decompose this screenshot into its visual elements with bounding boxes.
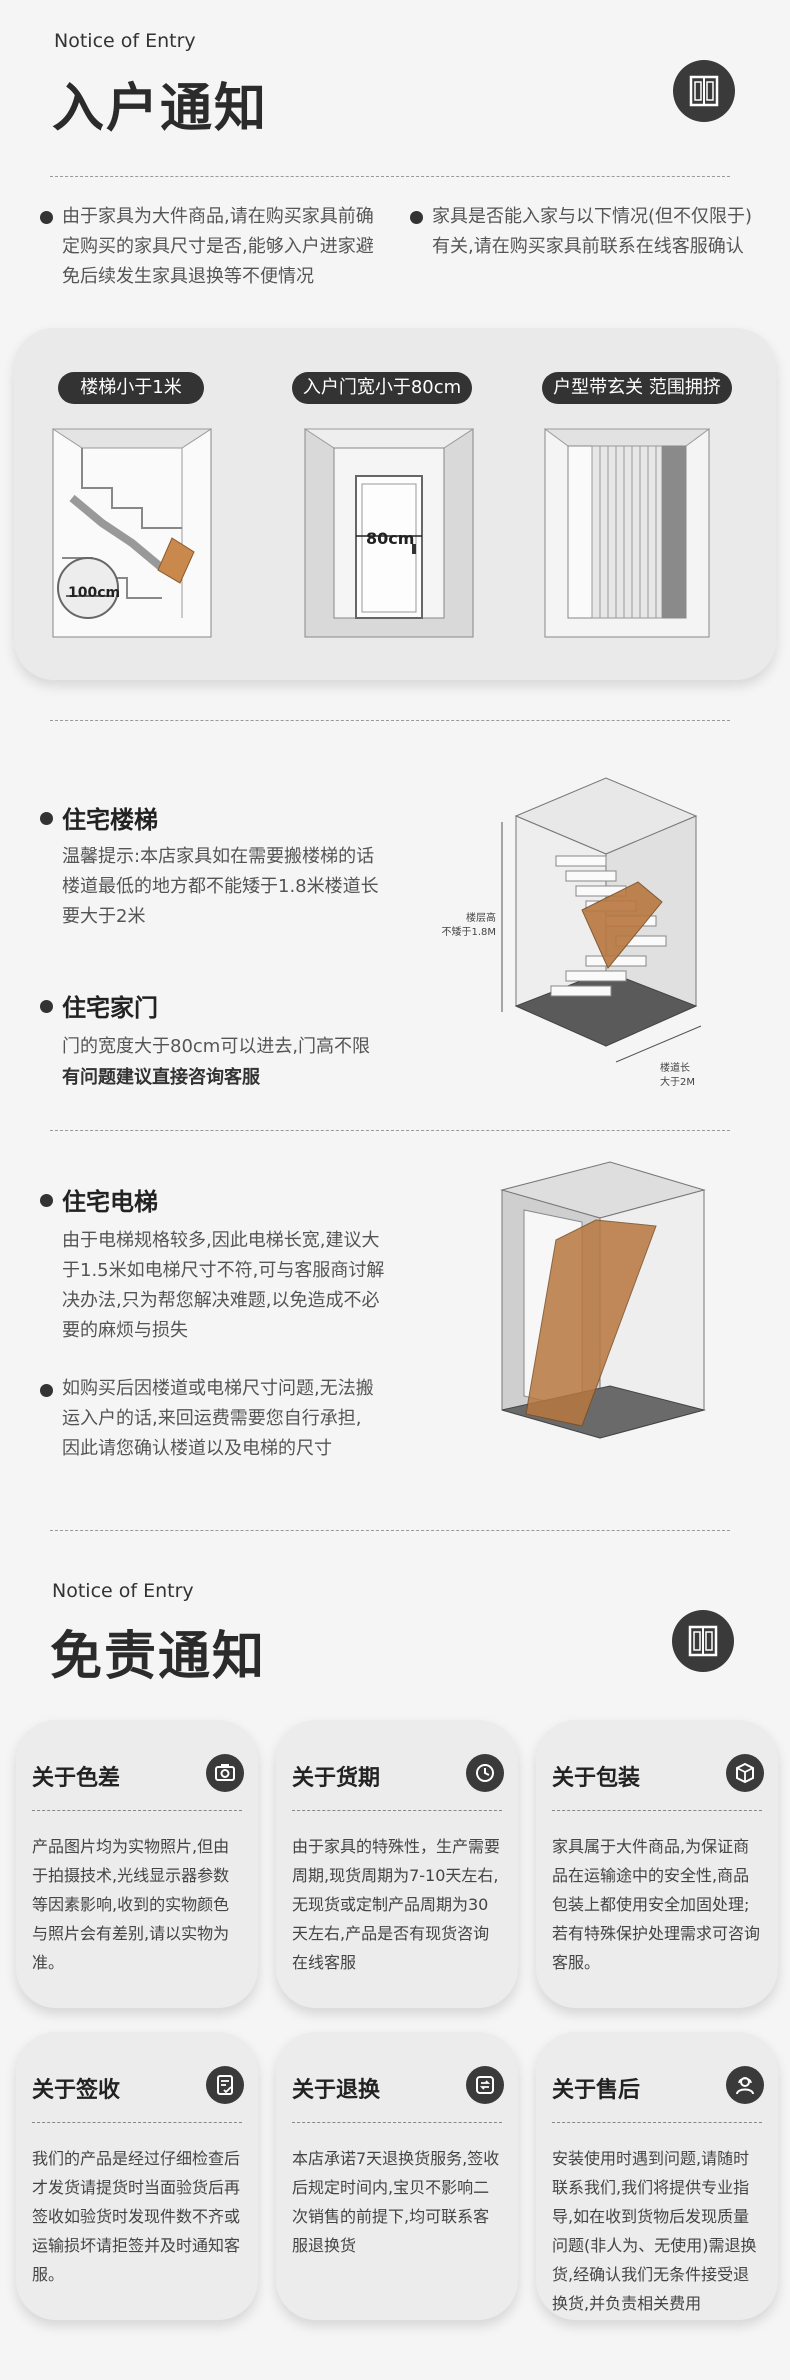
hallway-illustration (544, 428, 710, 638)
elevator-text: 由于电梯规格较多,因此电梯长宽,建议大于1.5米如电梯尺寸不符,可与客服商讨解决… (62, 1230, 385, 1341)
bullet-dot (410, 211, 423, 224)
divider (50, 1130, 730, 1131)
card-signing: 关于签收 我们的产品是经过仔细检查后才发货请提货时当面验货后再签收如验货时发现件… (16, 2032, 258, 2320)
card-divider (32, 1810, 242, 1811)
card-divider (292, 1810, 502, 1811)
camera-icon (206, 1754, 244, 1792)
stairwell-length-note: 楼道长 大于2M (660, 1063, 695, 1088)
stairs-text: 温馨提示:本店家具如在需要搬楼梯的话楼道最低的地方都不能矮于1.8米楼道长要大于… (62, 846, 379, 927)
entry-title: 入户通知 (52, 79, 269, 139)
stairwell-illustration (501, 777, 702, 1063)
door-width-illustration (304, 428, 474, 638)
disclaimer-eyebrow: Notice of Entry (52, 1580, 194, 1602)
card-text: 本店承诺7天退换货服务,签收后规定时间内,宝贝不影响二次销售的前提下,均可联系客… (292, 2149, 500, 2255)
entry-bullet-right: 家具是否能入家与以下情况(但不仅限于)有关,请在购买家具前联系在线客服确认 (432, 206, 753, 257)
card-text: 安装使用时遇到问题,请随时联系我们,我们将提供专业指导,如在收到货物后发现质量问… (552, 2149, 757, 2313)
elevator-illustration (500, 1161, 706, 1439)
card-divider (552, 2122, 762, 2123)
card-delivery-time: 关于货期 由于家具的特殊性，生产需要周期,现货周期为7-10天左右,无现货或定制… (276, 1720, 518, 2008)
divider (50, 176, 730, 177)
card-title: 关于包装 (552, 1766, 641, 1791)
headset-icon (726, 2066, 764, 2104)
card-title: 关于退换 (292, 2078, 381, 2103)
box-icon (726, 1754, 764, 1792)
elevator-heading: 住宅电梯 (62, 1188, 158, 1216)
card-color-difference: 关于色差 产品图片均为实物照片,但由于拍摄技术,光线显示器参数等因素影响,收到的… (16, 1720, 258, 2008)
bullet-dot (40, 812, 53, 825)
bullet-dot (40, 211, 53, 224)
door-consult-note: 有问题建议直接咨询客服 (62, 1067, 260, 1088)
card-divider (552, 1810, 762, 1811)
case-label-hallway: 户型带玄关 范围拥挤 (542, 372, 732, 404)
bullet-dot (40, 1384, 53, 1397)
card-divider (292, 2122, 502, 2123)
stairwell-height-note: 楼层高 不矮于1.8M (441, 913, 496, 938)
entry-eyebrow: Notice of Entry (54, 30, 196, 52)
door-measure: 80cm (366, 529, 415, 548)
divider (50, 720, 730, 721)
card-title: 关于货期 (292, 1766, 381, 1791)
card-divider (32, 2122, 242, 2123)
case-label-stairs: 楼梯小于1米 (58, 372, 204, 404)
card-returns: 关于退换 本店承诺7天退换货服务,签收后规定时间内,宝贝不影响二次销售的前提下,… (276, 2032, 518, 2320)
card-packaging: 关于包装 家具属于大件商品,为保证商品在运输途中的安全性,商品包装上都使用安全加… (536, 1720, 778, 2008)
card-text: 产品图片均为实物照片,但由于拍摄技术,光线显示器参数等因素影响,收到的实物颜色与… (32, 1837, 230, 1972)
divider (50, 1530, 730, 1531)
elevator-bullet: 如购买后因楼道或电梯尺寸问题,无法搬运入户的话,来回运费需要您自行承担,因此请您… (62, 1378, 374, 1459)
disclaimer-title: 免责通知 (50, 1627, 267, 1687)
card-title: 关于色差 (32, 1766, 121, 1791)
card-after-sales: 关于售后 安装使用时遇到问题,请随时联系我们,我们将提供专业指导,如在收到货物后… (536, 2032, 778, 2320)
card-title: 关于售后 (552, 2078, 641, 2103)
narrow-stairs-illustration (52, 428, 212, 638)
return-icon (466, 2066, 504, 2104)
clock-icon (466, 1754, 504, 1792)
checklist-icon (206, 2066, 244, 2104)
door-text: 门的宽度大于80cm可以进去,门高不限 (62, 1036, 371, 1057)
bullet-dot (40, 1000, 53, 1013)
card-text: 我们的产品是经过仔细检查后才发货请提货时当面验货后再签收如验货时发现件数不齐或运… (32, 2149, 241, 2284)
door-heading: 住宅家门 (62, 994, 158, 1022)
case-label-door: 入户门宽小于80cm (292, 372, 472, 404)
elevator-icon (673, 60, 735, 122)
stairs-heading: 住宅楼梯 (62, 806, 158, 834)
card-text: 由于家具的特殊性，生产需要周期,现货周期为7-10天左右,无现货或定制产品周期为… (292, 1837, 501, 1972)
bullet-dot (40, 1194, 53, 1207)
entry-bullet-left: 由于家具为大件商品,请在购买家具前确定购买的家具尺寸是否,能够入户进家避免后续发… (62, 206, 374, 287)
elevator-icon (672, 1610, 734, 1672)
card-title: 关于签收 (32, 2078, 121, 2103)
card-text: 家具属于大件商品,为保证商品在运输途中的安全性,商品包装上都使用安全加固处理;若… (552, 1837, 761, 1972)
stairs-measure: 100cm (68, 585, 121, 601)
